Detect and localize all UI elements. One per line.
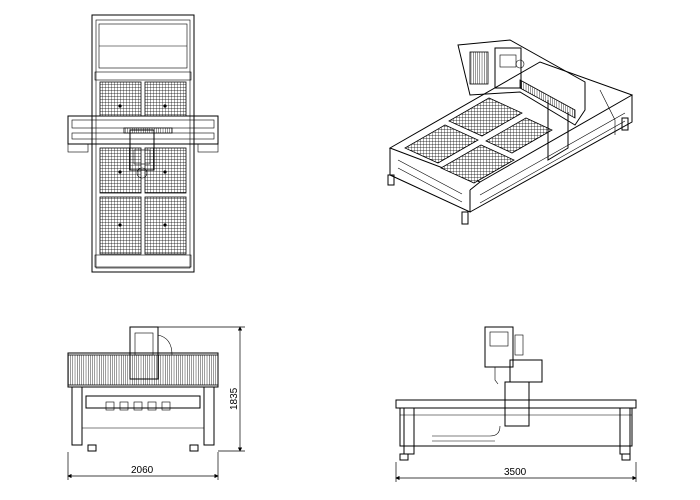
iso-gantry <box>457 39 616 161</box>
front-view <box>67 326 219 452</box>
vacuum-table-zones <box>99 81 187 255</box>
gantry-beam-top <box>67 115 219 153</box>
dimension-label-length: 3500 <box>504 467 527 478</box>
dimension-height <box>158 326 245 452</box>
dimension-length-side <box>395 462 637 482</box>
dimension-label-height: 1835 <box>229 387 240 410</box>
iso-legs <box>387 117 629 225</box>
iso-table-zones <box>404 97 553 184</box>
dimension-label-width: 2060 <box>131 465 154 476</box>
front-clamps <box>105 401 171 411</box>
top-view <box>67 14 219 273</box>
spindle-carriage-top <box>129 129 155 179</box>
side-view <box>395 326 637 461</box>
dimension-width-front <box>67 452 219 480</box>
side-gantry <box>484 326 543 427</box>
isometric-view <box>387 39 634 225</box>
